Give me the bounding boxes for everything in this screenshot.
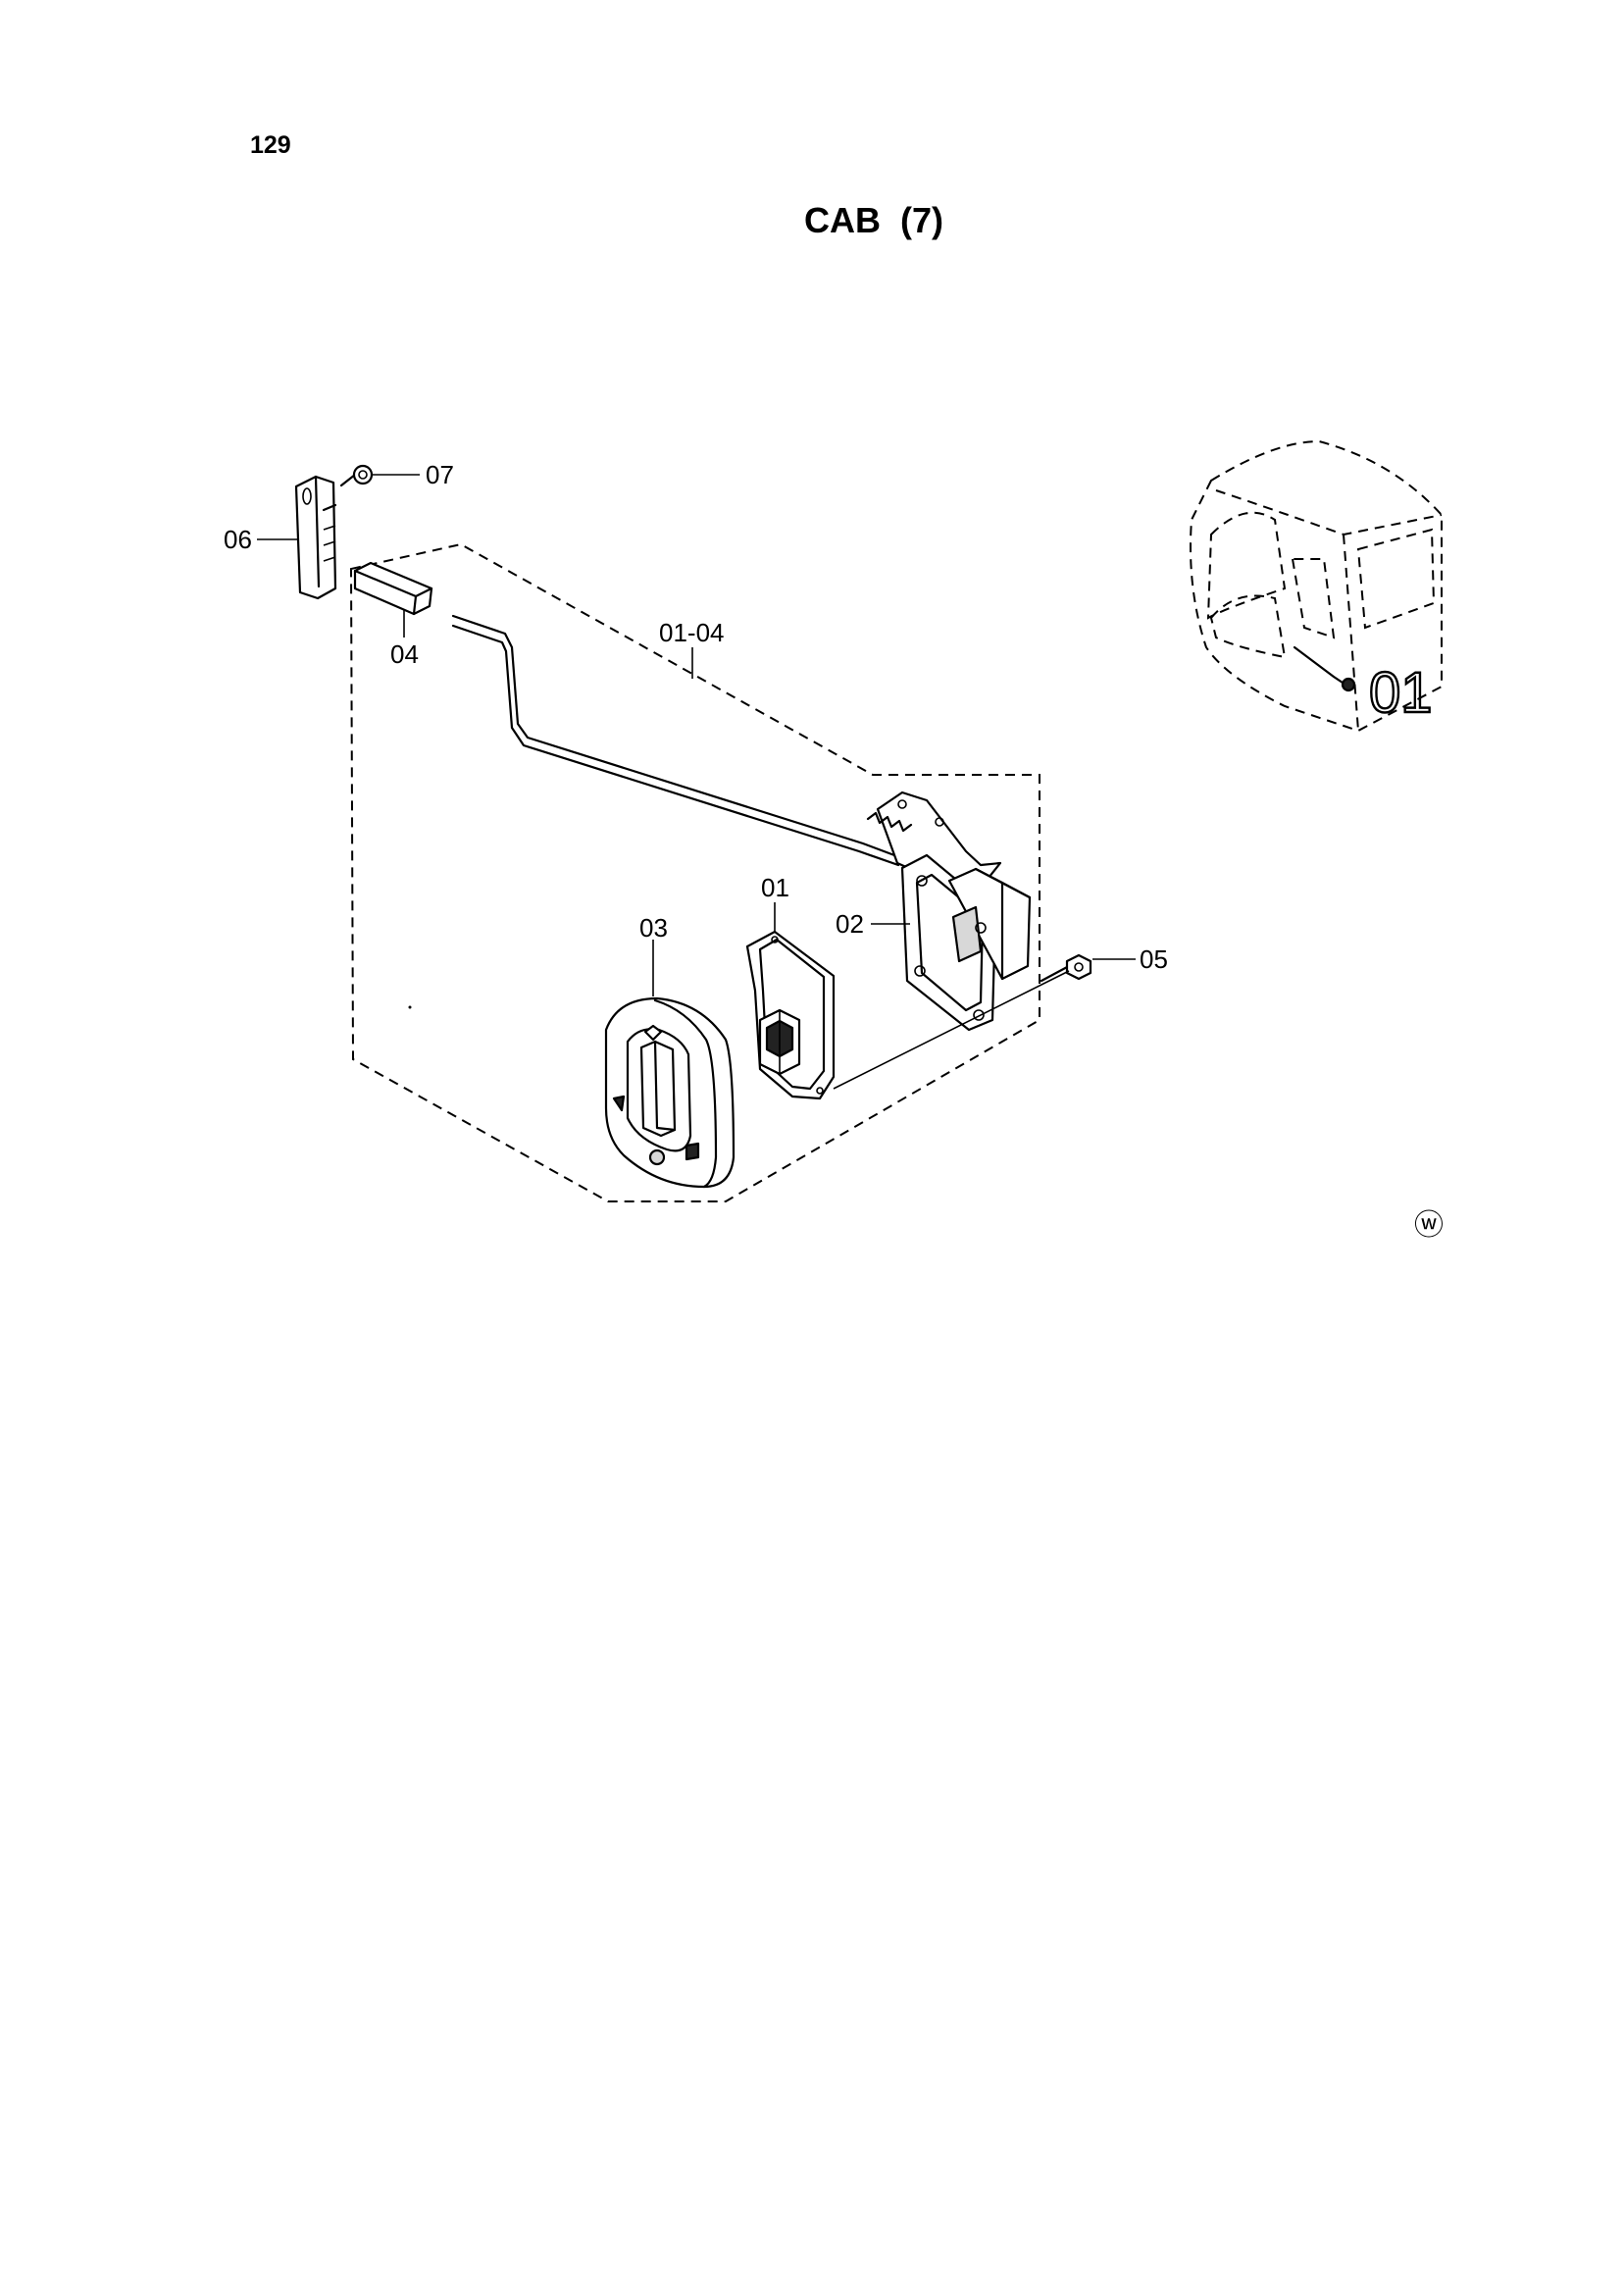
part-01-latch-unit <box>745 930 1070 1100</box>
page-number: 129 <box>250 131 291 159</box>
callout-0104: 01-04 <box>659 618 725 647</box>
part-05-bolt <box>1040 953 1092 983</box>
callout-07: 07 <box>426 460 454 489</box>
page-title: CAB (7) <box>804 200 943 240</box>
callout-03: 03 <box>639 913 668 943</box>
part-04-handle-grip <box>353 561 433 616</box>
callout-06: 06 <box>224 525 252 554</box>
part-03-trim-ring <box>604 996 736 1189</box>
assembly-boundary <box>349 542 1040 1202</box>
part-06-bracket <box>294 475 337 600</box>
callout-02: 02 <box>836 909 864 939</box>
latch-rod <box>451 614 904 867</box>
part-02-latch-housing <box>866 791 1032 1032</box>
callout-04: 04 <box>390 639 419 669</box>
callout-05: 05 <box>1140 944 1168 974</box>
cab-marking: 01 <box>1369 661 1433 725</box>
speck <box>408 1005 412 1009</box>
corner-mark: ⓦ <box>1414 1209 1444 1242</box>
cab-overview <box>1190 439 1443 733</box>
part-07-bolt <box>339 464 374 487</box>
callout-01: 01 <box>761 873 789 902</box>
